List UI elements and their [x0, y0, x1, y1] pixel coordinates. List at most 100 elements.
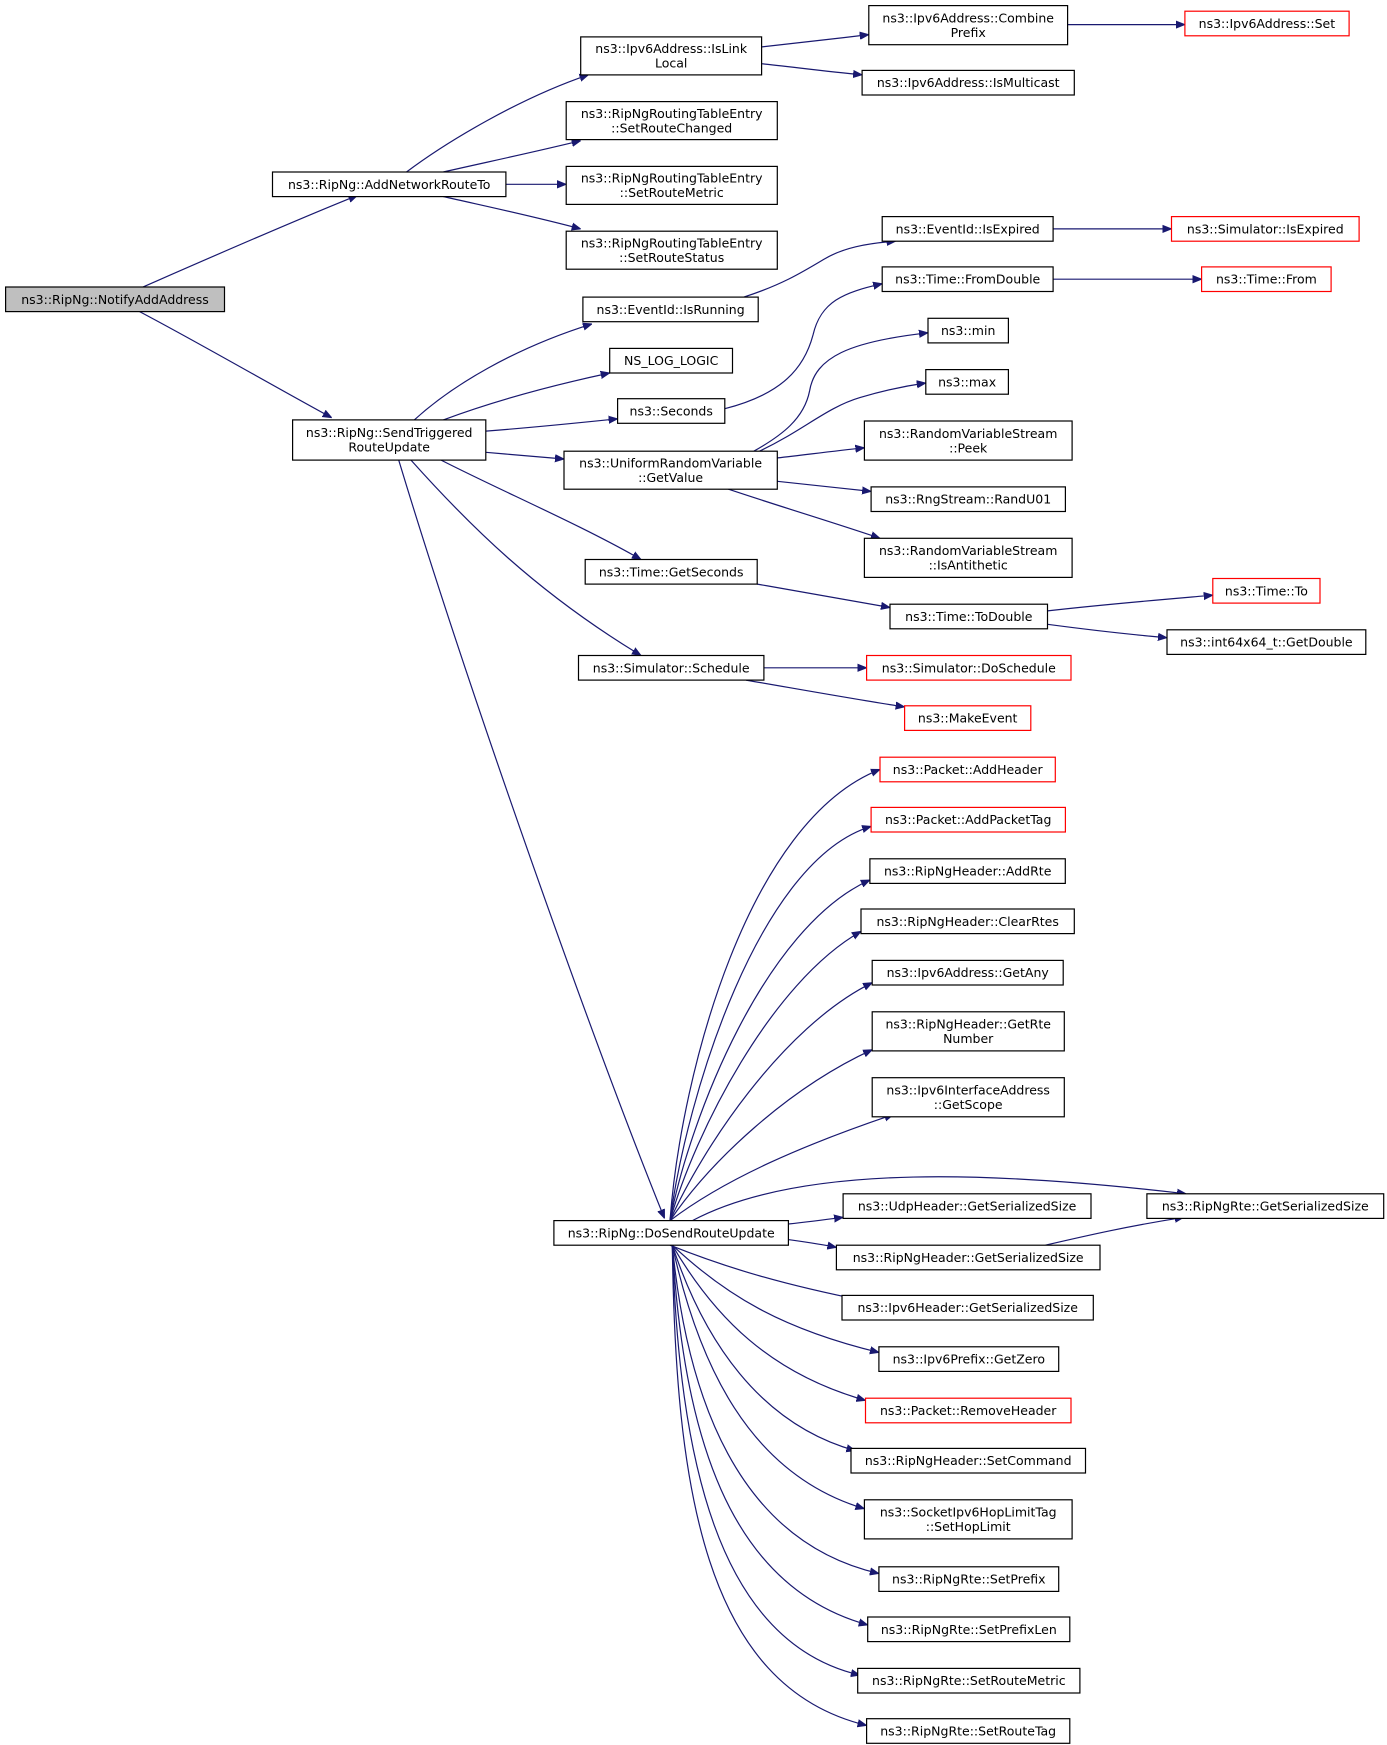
node-getseconds[interactable]: ns3::Time::GetSeconds: [584, 558, 758, 585]
node-label-line: ns3::Ipv6InterfaceAddress: [886, 1083, 1050, 1098]
node-getvalue[interactable]: ns3::UniformRandomVariable::GetValue: [563, 450, 778, 490]
edge-dosend-to-getany: [669, 982, 872, 1221]
edge-dosend-to-sethoplimit: [671, 1245, 864, 1509]
node-label-line: ns3::RipNgHeader::ClearRtes: [877, 914, 1059, 929]
node-addpackettag[interactable]: ns3::Packet::AddPacketTag: [870, 806, 1066, 833]
edge-getvalue-to-max: [759, 383, 925, 452]
node-isexpired[interactable]: ns3::EventId::IsExpired: [881, 216, 1054, 242]
node-isanti[interactable]: ns3::RandomVariableStream::IsAntithetic: [863, 537, 1073, 578]
node-isrunning[interactable]: ns3::EventId::IsRunning: [582, 296, 759, 323]
node-setmetric1[interactable]: ns3::RipNgRoutingTableEntry::SetRouteMet…: [565, 165, 778, 205]
node-label-line: ns3::RipNgRte::SetRouteMetric: [872, 1673, 1066, 1688]
node-addnet[interactable]: ns3::RipNg::AddNetworkRouteTo: [271, 171, 507, 198]
node-setmetric2[interactable]: ns3::RipNgRte::SetRouteMetric: [857, 1667, 1081, 1694]
edge-sendtrig-to-getvalue: [485, 451, 564, 459]
node-fromdouble[interactable]: ns3::Time::FromDouble: [881, 266, 1054, 293]
node-ipv6set[interactable]: ns3::Ipv6Address::Set: [1184, 10, 1350, 37]
node-udpserial[interactable]: ns3::UdpHeader::GetSerializedSize: [842, 1193, 1092, 1220]
node-addheader[interactable]: ns3::Packet::AddHeader: [879, 756, 1056, 783]
node-dosend[interactable]: ns3::RipNg::DoSendRouteUpdate: [553, 1219, 790, 1246]
node-hdrserial[interactable]: ns3::RipNgHeader::GetSerializedSize: [835, 1244, 1101, 1271]
node-ismulti[interactable]: ns3::Ipv6Address::IsMulticast: [861, 69, 1075, 96]
node-setroutetag[interactable]: ns3::RipNgRte::SetRouteTag: [865, 1718, 1071, 1744]
node-box: [271, 171, 507, 198]
edge-sendtrig-to-isrunning: [413, 324, 592, 421]
node-box: [1212, 577, 1321, 604]
node-randu01[interactable]: ns3::RngStream::RandU01: [870, 486, 1066, 513]
node-label-line: ns3::EventId::IsExpired: [896, 221, 1040, 236]
node-notify[interactable]: ns3::RipNg::NotifyAddAddress: [4, 286, 226, 313]
node-box: [879, 756, 1056, 783]
node-timefrom[interactable]: ns3::Time::From: [1200, 266, 1332, 293]
node-sethoplimit[interactable]: ns3::SocketIpv6HopLimitTag::SetHopLimit: [863, 1499, 1073, 1540]
node-box: [292, 419, 487, 461]
node-label-line: ns3::Seconds: [630, 404, 713, 419]
node-box: [861, 69, 1075, 96]
node-ipv6serial[interactable]: ns3::Ipv6Header::GetSerializedSize: [841, 1294, 1094, 1321]
node-box: [863, 1499, 1073, 1540]
edge-getvalue-to-isanti: [727, 488, 880, 538]
edge-dosend-to-getscope: [669, 1115, 893, 1222]
node-label-line: ns3::Time::ToDouble: [905, 609, 1033, 624]
node-removeheader[interactable]: ns3::Packet::RemoveHeader: [864, 1397, 1072, 1424]
edge-dosend-to-setprefixlen: [671, 1245, 867, 1625]
node-setchanged[interactable]: ns3::RipNgRoutingTableEntry::SetRouteCha…: [565, 100, 778, 141]
node-label-line: ns3::SocketIpv6HopLimitTag: [880, 1505, 1057, 1520]
edge-addnet-to-setchanged: [443, 141, 580, 173]
node-doschedule[interactable]: ns3::Simulator::DoSchedule: [865, 654, 1072, 681]
node-makeevent[interactable]: ns3::MakeEvent: [903, 705, 1032, 731]
node-setstatus[interactable]: ns3::RipNgRoutingTableEntry::SetRouteSta…: [565, 230, 778, 270]
node-clearrtes[interactable]: ns3::RipNgHeader::ClearRtes: [860, 908, 1075, 935]
node-getany[interactable]: ns3::Ipv6Address::GetAny: [871, 959, 1064, 986]
node-nslog[interactable]: NS_LOG_LOGIC: [609, 347, 734, 374]
node-label-line: ns3::UdpHeader::GetSerializedSize: [858, 1199, 1077, 1214]
node-setprefixlen[interactable]: ns3::RipNgRte::SetPrefixLen: [867, 1616, 1071, 1643]
edge-todouble-to-getdouble: [1047, 623, 1168, 637]
edge-getvalue-to-randu01: [777, 480, 871, 491]
node-setcommand[interactable]: ns3::RipNgHeader::SetCommand: [850, 1447, 1087, 1474]
node-label-line: ns3::RandomVariableStream: [879, 426, 1057, 441]
edge-dosend-to-rteserial: [692, 1176, 1186, 1222]
node-simexpired[interactable]: ns3::Simulator::IsExpired: [1170, 216, 1360, 242]
node-max[interactable]: ns3::max: [925, 369, 1009, 395]
node-label-line: ns3::Simulator::Schedule: [593, 660, 750, 675]
node-box: [881, 266, 1054, 293]
edge-getseconds-to-todouble: [757, 583, 890, 607]
node-box: [889, 603, 1049, 630]
node-label-line: ::IsAntithetic: [929, 558, 1008, 573]
node-box: [878, 1566, 1060, 1593]
node-addrte[interactable]: ns3::RipNgHeader::AddRte: [869, 858, 1066, 884]
node-box: [925, 369, 1009, 395]
node-getscope[interactable]: ns3::Ipv6InterfaceAddress::GetScope: [871, 1077, 1065, 1118]
node-label-line: ns3::UniformRandomVariable: [579, 455, 762, 470]
edge-dosend-to-addheader: [669, 768, 880, 1221]
node-label-line: ns3::RipNgRte::SetRouteTag: [880, 1724, 1056, 1739]
node-todouble[interactable]: ns3::Time::ToDouble: [889, 603, 1049, 630]
node-label-line: ns3::Ipv6Address::Set: [1199, 16, 1336, 31]
edge-isrunning-to-isexpired: [743, 241, 896, 298]
node-label-line: ns3::RipNgRoutingTableEntry: [581, 171, 763, 186]
node-schedule[interactable]: ns3::Simulator::Schedule: [577, 654, 765, 681]
node-getdouble[interactable]: ns3::int64x64_t::GetDouble: [1166, 629, 1367, 655]
node-label-line: ns3::RipNgRte::SetPrefix: [892, 1572, 1046, 1587]
node-getzero[interactable]: ns3::Ipv6Prefix::GetZero: [878, 1346, 1060, 1373]
node-box: [565, 165, 778, 205]
node-timeto[interactable]: ns3::Time::To: [1212, 577, 1321, 604]
node-peek[interactable]: ns3::RandomVariableStream::Peek: [863, 420, 1073, 461]
edge-getvalue-to-min: [753, 333, 928, 452]
node-min[interactable]: ns3::min: [927, 317, 1010, 344]
node-box: [4, 286, 226, 313]
edge-dosend-to-setcommand: [671, 1245, 855, 1451]
node-box: [865, 654, 1072, 681]
node-box: [577, 654, 765, 681]
node-label-line: ns3::RipNg::NotifyAddAddress: [21, 292, 209, 307]
node-rteserial[interactable]: ns3::RipNgRte::GetSerializedSize: [1146, 1193, 1385, 1220]
node-setprefix[interactable]: ns3::RipNgRte::SetPrefix: [878, 1566, 1060, 1593]
node-label-line: ns3::RipNg::AddNetworkRouteTo: [288, 177, 490, 192]
node-seconds[interactable]: ns3::Seconds: [616, 398, 726, 424]
